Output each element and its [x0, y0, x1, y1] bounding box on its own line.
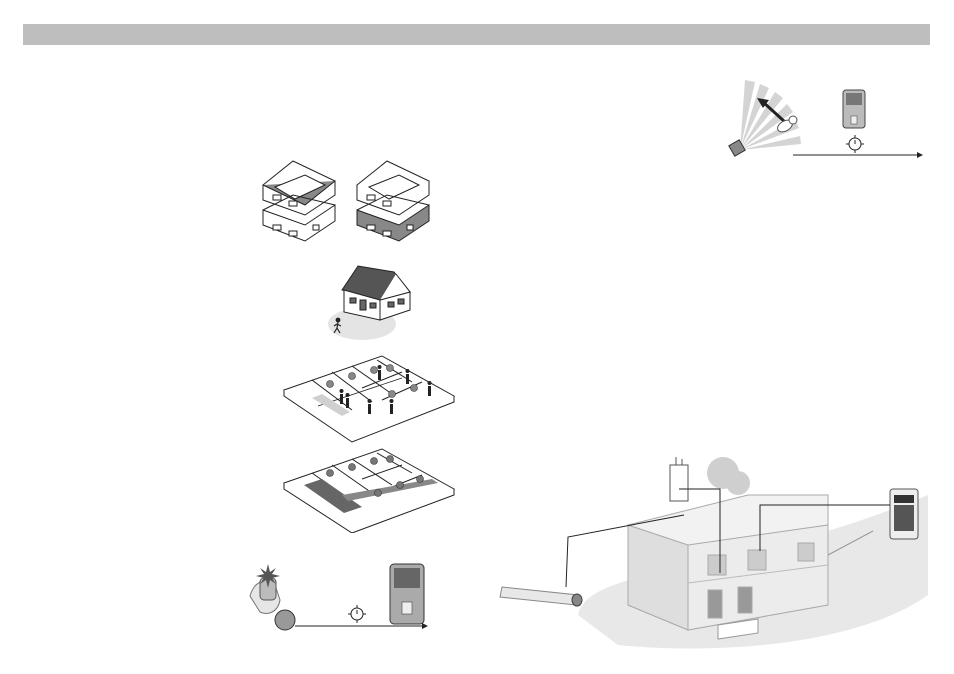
shaded-corridor: [342, 479, 438, 501]
control-panel-icon: [842, 89, 866, 129]
siren-icon: [256, 564, 280, 588]
tree-icon: [707, 457, 750, 495]
corridor: [312, 394, 350, 416]
intruder-icon: [777, 115, 798, 133]
outdoor-perimeter-diagram: [322, 262, 417, 344]
detection-rays: [740, 80, 801, 150]
house-upper-zone: [262, 160, 336, 242]
fence: [717, 618, 759, 640]
shaded-zone: [304, 479, 362, 513]
remote-tube-icon: [499, 586, 583, 607]
clock-icon: [846, 135, 864, 153]
person-icons: [339, 365, 432, 414]
walking-person-icon: [333, 317, 342, 334]
siren-unit-icon: [669, 457, 689, 502]
room-detector-icons: [326, 455, 424, 497]
clock-icon: [348, 605, 366, 623]
header-bar: [23, 24, 930, 45]
room-detector-icons: [326, 364, 418, 398]
two-floor-zone-diagram: [255, 155, 435, 245]
keypad-icon: [889, 488, 919, 540]
remote-control-to-panel-diagram: [240, 560, 435, 632]
house-cutaway-installation: [498, 455, 928, 655]
hand-remote-icon: [249, 577, 281, 614]
house-structure: [627, 494, 829, 631]
control-panel-icon: [389, 563, 425, 625]
motion-detector-icon: [728, 139, 746, 157]
stairs: [827, 530, 874, 556]
remote-button-icon: [274, 609, 296, 631]
partial-zone-floor-plan: [282, 443, 457, 533]
house-lower-zone: [356, 160, 430, 242]
occupied-floor-plan: [282, 350, 457, 445]
callout-lines: [565, 488, 890, 588]
motion-detection-diagram: [725, 78, 925, 163]
